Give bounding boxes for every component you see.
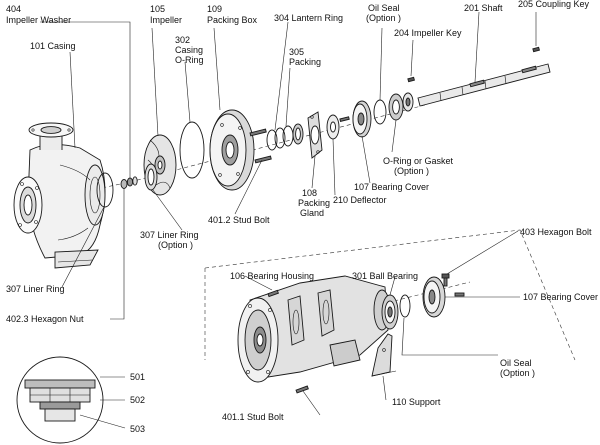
label-casing: 101 Casing: [30, 41, 76, 51]
label-bearing-cover-bottom: 107 Bearing Cover: [523, 292, 598, 302]
bearing-cover-top-part: [352, 100, 372, 138]
label-bearing-housing: 106 Bearing Housing: [230, 271, 314, 281]
label-packing-box-num: 109: [207, 4, 222, 14]
ball-bearing-part: [381, 294, 399, 330]
detail-inset: [16, 356, 104, 444]
label-casing-oring-line1: Casing: [175, 45, 203, 55]
label-packing-name: Packing: [289, 57, 321, 67]
label-detail-502: 502: [130, 395, 145, 405]
label-liner-ring-top-line2: (Option ): [158, 240, 193, 250]
label-liner-ring-top-line1: 307 Liner Ring: [140, 230, 199, 240]
label-oil-seal-top-line2: (Option ): [366, 13, 401, 23]
label-hexagon-nut: 402.3 Hexagon Nut: [6, 314, 84, 324]
label-oring-gasket-line2: (Option ): [394, 166, 429, 176]
label-oil-seal-bottom-line2: (Option ): [500, 368, 535, 378]
hexagon-bolt-part: [441, 273, 465, 297]
label-deflector: 210 Deflector: [333, 195, 387, 205]
casing-part: [13, 122, 106, 269]
label-lantern-ring: 304 Lantern Ring: [274, 13, 343, 23]
hexagon-nut-part: [120, 176, 138, 189]
label-oring-gasket-line1: O-Ring or Gasket: [383, 156, 454, 166]
deflector-part: [326, 114, 350, 140]
label-bearing-cover-top: 107 Bearing Cover: [354, 182, 429, 192]
stud-bolt-bottom-part: [267, 289, 309, 394]
oil-seal-bottom-part: [399, 294, 411, 318]
label-casing-oring-num: 302: [175, 35, 190, 45]
label-oil-seal-top-line1: Oil Seal: [368, 3, 400, 13]
oil-seal-top-part: [373, 92, 414, 125]
label-impeller-washer-name: Impeller Washer: [6, 15, 71, 25]
bearing-housing-part: [237, 275, 391, 383]
impeller-key-part: [407, 76, 415, 83]
label-casing-oring-line2: O-Ring: [175, 55, 204, 65]
label-ball-bearing: 301 Ball Bearing: [352, 271, 418, 281]
label-shaft: 201 Shaft: [464, 3, 503, 13]
label-packing-gland-line2: Gland: [300, 208, 324, 218]
stud-bolt-top-part: [249, 128, 272, 164]
casing-oring-part: [179, 121, 205, 179]
label-coupling-key: 205 Coupling Key: [518, 0, 590, 9]
label-detail-503: 503: [130, 424, 145, 434]
label-impeller-num: 105: [150, 4, 165, 14]
liner-ring-left-part: [96, 172, 114, 208]
liner-ring-top-part: [144, 163, 158, 191]
bearing-cover-bottom-part: [422, 276, 446, 318]
part-labels: 404 Impeller Washer 101 Casing 105 Impel…: [6, 0, 598, 434]
label-packing-num: 305: [289, 47, 304, 57]
label-stud-bolt-bottom: 401.1 Stud Bolt: [222, 412, 284, 422]
label-impeller-washer-num: 404: [6, 4, 21, 14]
label-packing-gland-num: 108: [302, 188, 317, 198]
coupling-key-part: [532, 46, 540, 53]
packing-rings-part: [266, 123, 304, 151]
label-oil-seal-bottom-line1: Oil Seal: [500, 358, 532, 368]
packing-box-part: [209, 109, 255, 191]
leader-lines: [40, 11, 537, 429]
label-packing-box-name: Packing Box: [207, 15, 258, 25]
label-impeller-key: 204 Impeller Key: [394, 28, 462, 38]
label-support: 110 Support: [392, 397, 441, 407]
label-hexagon-bolt: 403 Hexagon Bolt: [520, 227, 592, 237]
label-packing-gland-line1: Packing: [298, 198, 330, 208]
label-liner-ring-left: 307 Liner Ring: [6, 284, 65, 294]
label-stud-bolt-top: 401.2 Stud Bolt: [208, 215, 270, 225]
packing-gland-part: [307, 111, 323, 159]
support-part: [371, 333, 397, 377]
label-detail-501: 501: [130, 372, 145, 382]
label-impeller-name: Impeller: [150, 15, 182, 25]
shaft-part: [417, 63, 551, 107]
